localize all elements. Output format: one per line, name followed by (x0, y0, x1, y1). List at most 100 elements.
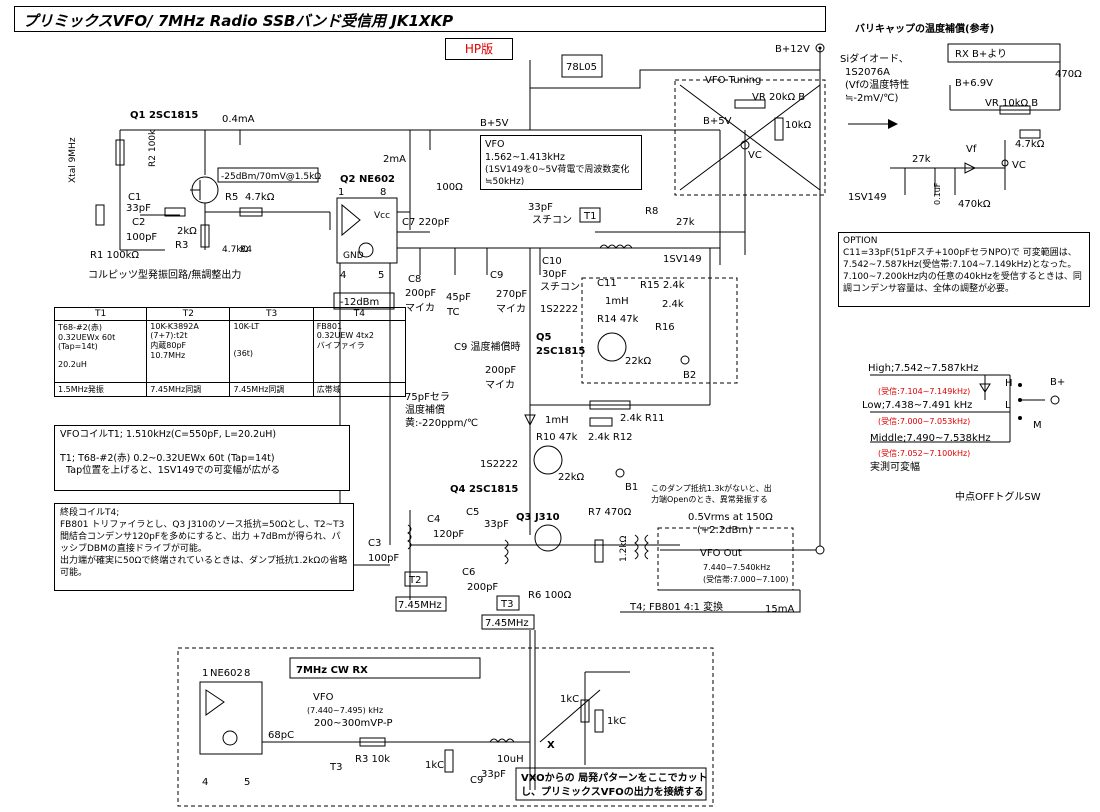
c9-tc-label: C9 温度補償時 (454, 340, 521, 353)
damp-note: このダンプ抵抗1.3kがないと、出 力端Openのとき、異常発振する (651, 483, 774, 504)
c200-value: 200pF (485, 365, 516, 376)
c33-type: スチコン (532, 214, 572, 226)
page-title: プリミックスVFO/ 7MHz Radio SSBバンド受信用 JK1XKP (14, 6, 826, 32)
r10-label: R10 47k (536, 432, 578, 443)
q5-label: Q5 (536, 332, 552, 343)
c1-value: 33pF (126, 203, 151, 214)
r4-value: 4.7kΩ (222, 245, 249, 255)
r12k-label: 1.2kΩ (619, 535, 629, 562)
cw-pin5: 5 (244, 777, 250, 788)
b5b-label: B+5V (703, 116, 732, 127)
d2222a-label: 1S2222 (540, 304, 578, 315)
b2-label: B2 (683, 370, 696, 381)
b69-label: B+6.9V (955, 78, 993, 89)
option-box: OPTION C11=33pF(51pFスチ+100pFセラNPO)で 可変範囲… (838, 232, 1090, 307)
vfo-cw-range: (7.440~7.495) kHz (307, 706, 383, 715)
tc-label: TC (446, 307, 460, 318)
bplus-label: B+ (1050, 377, 1065, 388)
current-04ma: 0.4mA (222, 114, 255, 125)
q4-label: Q4 2SC1815 (450, 484, 518, 495)
c75-note: 温度補償 (405, 403, 445, 416)
q3-jfet (534, 524, 562, 552)
r27k-label: 27k (676, 217, 695, 228)
l10-label: 10uH (497, 754, 524, 765)
c10-label: C10 (542, 256, 562, 267)
sw-l: L (1005, 400, 1011, 411)
r470-label: 470Ω (1055, 69, 1082, 80)
r11-label: 2.4k R11 (620, 413, 665, 424)
pin1: 1 (338, 187, 344, 198)
power-wiring (119, 48, 821, 230)
c9cw-label: C9 (470, 775, 483, 786)
t4-label: T4; FB801 4:1 変換 (629, 600, 723, 613)
option-text: C11=33pF(51pFスチ+100pFセラNPO)で 可変範囲は、7.542… (843, 248, 1082, 294)
cw-pin8: 8 (244, 668, 250, 679)
spec-t4: FB801 0.32UEW 4tx2 バイファイラ (312, 320, 407, 383)
c75-coef: 黄:-220ppm/℃ (405, 416, 478, 429)
resistor-10k (774, 117, 784, 141)
vr10-label: VR 10kΩ B (985, 98, 1038, 109)
r4-label: R4 (240, 245, 252, 255)
rx-b-label: RX B+より (955, 48, 1007, 60)
f745b-box (481, 614, 535, 630)
xtal-label: Xtal 9MHz (68, 137, 78, 183)
regulator-label: 78L05 (566, 62, 597, 73)
vrms-label: 0.5Vrms at 150Ω (688, 512, 773, 523)
temp-comp-title: バリキャップの温度補償(参考) (855, 22, 994, 35)
mh1-label: 1mH (605, 296, 629, 307)
vfo-tuning-label: VFO Tuning (705, 75, 761, 86)
c200-type: マイカ (485, 379, 515, 391)
q4-transistor (533, 445, 563, 475)
c7-label: C7 220pF (402, 217, 450, 228)
b1-terminal (615, 468, 625, 478)
vf-note: (Vfの温度特性 (845, 78, 909, 91)
vf-label: Vf (966, 144, 977, 155)
vfo-out-label: VFO Out (700, 548, 742, 559)
r24-label: 2.4k (662, 299, 684, 310)
use-t3: 7.45MHz同調 (229, 382, 314, 397)
cw-pin1: 1 (202, 668, 208, 679)
r14-label: R14 47k (597, 314, 639, 325)
t1-label: T1 (583, 211, 596, 222)
resistor-r5 (239, 207, 263, 217)
q2-label: Q2 NE602 (340, 174, 395, 185)
final-note-box: 終段コイルT4; FB801 トリファイラとし、Q3 J310のソース抵抗=50… (54, 503, 354, 591)
c6-value: 200pF (467, 582, 498, 593)
r5-value: 4.7kΩ (245, 192, 275, 203)
temp-comp-circuit (848, 43, 1061, 195)
vc-label: VC (748, 150, 762, 161)
c01-label: 0.1uF (933, 182, 942, 205)
use-t2: 7.45MHz同調 (146, 382, 231, 397)
pin5: 5 (378, 270, 384, 281)
i15-label: 15mA (765, 604, 794, 615)
c3-value: 100pF (368, 553, 399, 564)
cw-rx-box: X (177, 630, 714, 807)
vr20-label: VR 20kΩ B (752, 92, 805, 103)
r2-label: R2 100k (148, 129, 158, 167)
c1-label: C1 (128, 192, 141, 203)
c1k-label: 1kC (425, 760, 444, 771)
mid-label: Middle;7.490~7.538kHz (870, 433, 991, 444)
svg-text:X: X (547, 740, 555, 751)
coil-note-box: VFOコイルT1; 1.510kHz(C=550pF, L=20.2uH) T1… (54, 425, 350, 491)
vfo-info-box: VFO 1.562~1.413kHz (1SV149を0~5V荷電で周波数変化≒… (480, 135, 642, 190)
dbm-label: (+2.2dBm) (697, 525, 752, 536)
th-t1: T1 (53, 307, 148, 321)
sw-m: M (1033, 420, 1042, 431)
b2-terminal (680, 355, 690, 365)
vfo-cw-level: 200~300mVP-P (314, 718, 393, 729)
damp-note-line2: 力端Openのとき、異常発振する (651, 494, 768, 504)
b1-label: B1 (625, 482, 638, 493)
c2-value: 100pF (126, 232, 157, 243)
r3-label: R3 (175, 240, 188, 251)
current-2ma: 2mA (383, 154, 406, 165)
r1-label: R1 100kΩ (90, 250, 139, 261)
level-12dbm: -12dBm (340, 297, 379, 308)
c6-label: C6 (462, 567, 475, 578)
r10k-label: 10kΩ (785, 120, 812, 131)
vcr-label: VC (1012, 160, 1026, 171)
c9-label: C9 (490, 270, 503, 281)
c3-label: C3 (368, 538, 381, 549)
vfo-tuning-box (674, 79, 826, 255)
ne602-chip (336, 197, 398, 264)
